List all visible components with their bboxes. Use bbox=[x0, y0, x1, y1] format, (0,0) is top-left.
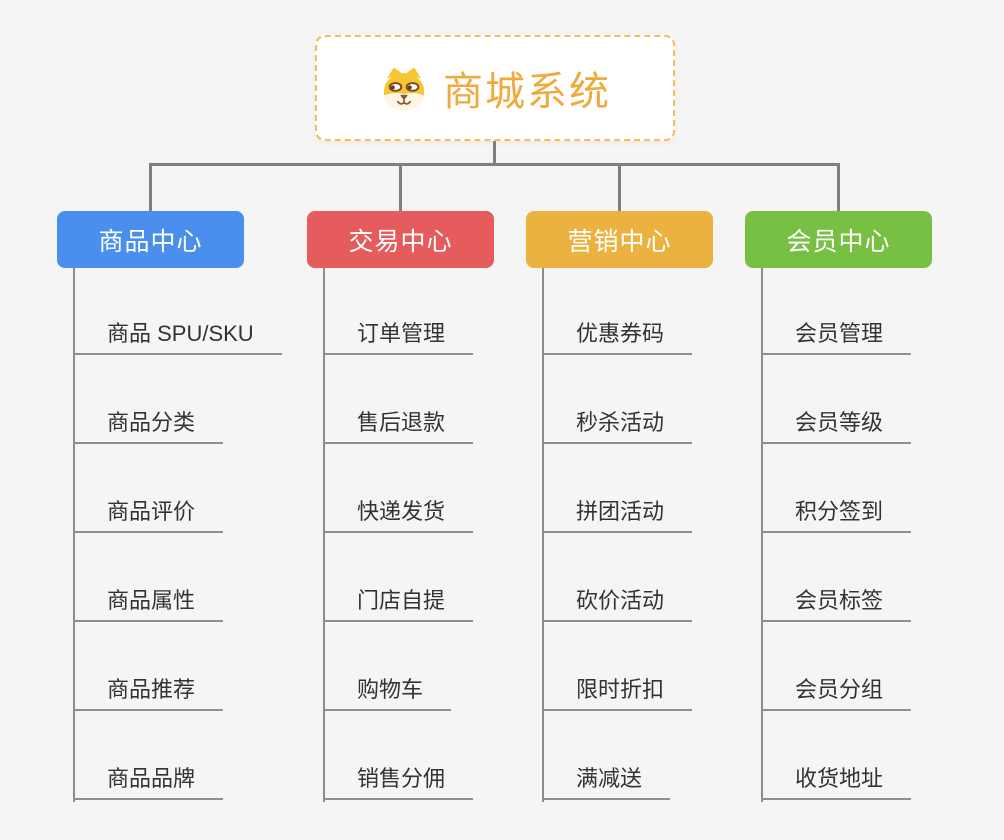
branch-node[interactable]: 营销中心 bbox=[526, 211, 713, 268]
branch-member-center: 会员中心 会员管理 会员等级 积分签到 会员标签 会员分组 收货地址 bbox=[745, 211, 932, 802]
connector-drop-line bbox=[837, 163, 840, 211]
topic-item[interactable]: 会员分组 bbox=[761, 676, 912, 711]
topic-item[interactable]: 砍价活动 bbox=[542, 587, 693, 622]
topic-item[interactable]: 满减送 bbox=[542, 765, 671, 800]
topic-item[interactable]: 商品推荐 bbox=[73, 676, 224, 711]
branch-spine-line bbox=[761, 268, 763, 802]
root-node[interactable]: 商城系统 bbox=[315, 35, 675, 141]
connector-drop-line bbox=[618, 163, 621, 211]
topic-item[interactable]: 拼团活动 bbox=[542, 498, 693, 533]
topic-item[interactable]: 限时折扣 bbox=[542, 676, 693, 711]
branch-spine-line bbox=[323, 268, 325, 802]
topic-item[interactable]: 会员标签 bbox=[761, 587, 912, 622]
branch-node[interactable]: 会员中心 bbox=[745, 211, 932, 268]
connector-drop-line bbox=[399, 163, 402, 211]
topic-item[interactable]: 售后退款 bbox=[323, 409, 474, 444]
branch-product-center: 商品中心 商品 SPU/SKU 商品分类 商品评价 商品属性 商品推荐 商品品牌 bbox=[57, 211, 282, 802]
connector-drop-line bbox=[149, 163, 152, 211]
topic-item[interactable]: 积分签到 bbox=[761, 498, 912, 533]
topic-item[interactable]: 商品品牌 bbox=[73, 765, 224, 800]
branch-node[interactable]: 商品中心 bbox=[57, 211, 244, 268]
branch-trade-center: 交易中心 订单管理 售后退款 快递发货 门店自提 购物车 销售分佣 bbox=[307, 211, 494, 802]
branch-node[interactable]: 交易中心 bbox=[307, 211, 494, 268]
topic-item[interactable]: 快递发货 bbox=[323, 498, 474, 533]
connector-root-stub bbox=[493, 141, 496, 163]
branch-spine-line bbox=[73, 268, 75, 802]
topic-item[interactable]: 秒杀活动 bbox=[542, 409, 693, 444]
topic-item[interactable]: 订单管理 bbox=[323, 320, 474, 355]
topic-item[interactable]: 购物车 bbox=[323, 676, 452, 711]
topic-item[interactable]: 商品 SPU/SKU bbox=[73, 320, 282, 355]
topic-item[interactable]: 商品属性 bbox=[73, 587, 224, 622]
topic-item[interactable]: 商品分类 bbox=[73, 409, 224, 444]
topic-item[interactable]: 会员等级 bbox=[761, 409, 912, 444]
branch-spine-line bbox=[542, 268, 544, 802]
topic-item[interactable]: 销售分佣 bbox=[323, 765, 474, 800]
topic-item[interactable]: 商品评价 bbox=[73, 498, 224, 533]
shiba-dog-icon bbox=[379, 66, 429, 111]
root-title: 商城系统 bbox=[443, 70, 611, 114]
connector-horizontal-line bbox=[149, 163, 840, 166]
topic-item[interactable]: 门店自提 bbox=[323, 587, 474, 622]
branch-marketing-center: 营销中心 优惠券码 秒杀活动 拼团活动 砍价活动 限时折扣 满减送 bbox=[526, 211, 713, 802]
topic-item[interactable]: 收货地址 bbox=[761, 765, 912, 800]
topic-item[interactable]: 优惠券码 bbox=[542, 320, 693, 355]
topic-item[interactable]: 会员管理 bbox=[761, 320, 912, 355]
